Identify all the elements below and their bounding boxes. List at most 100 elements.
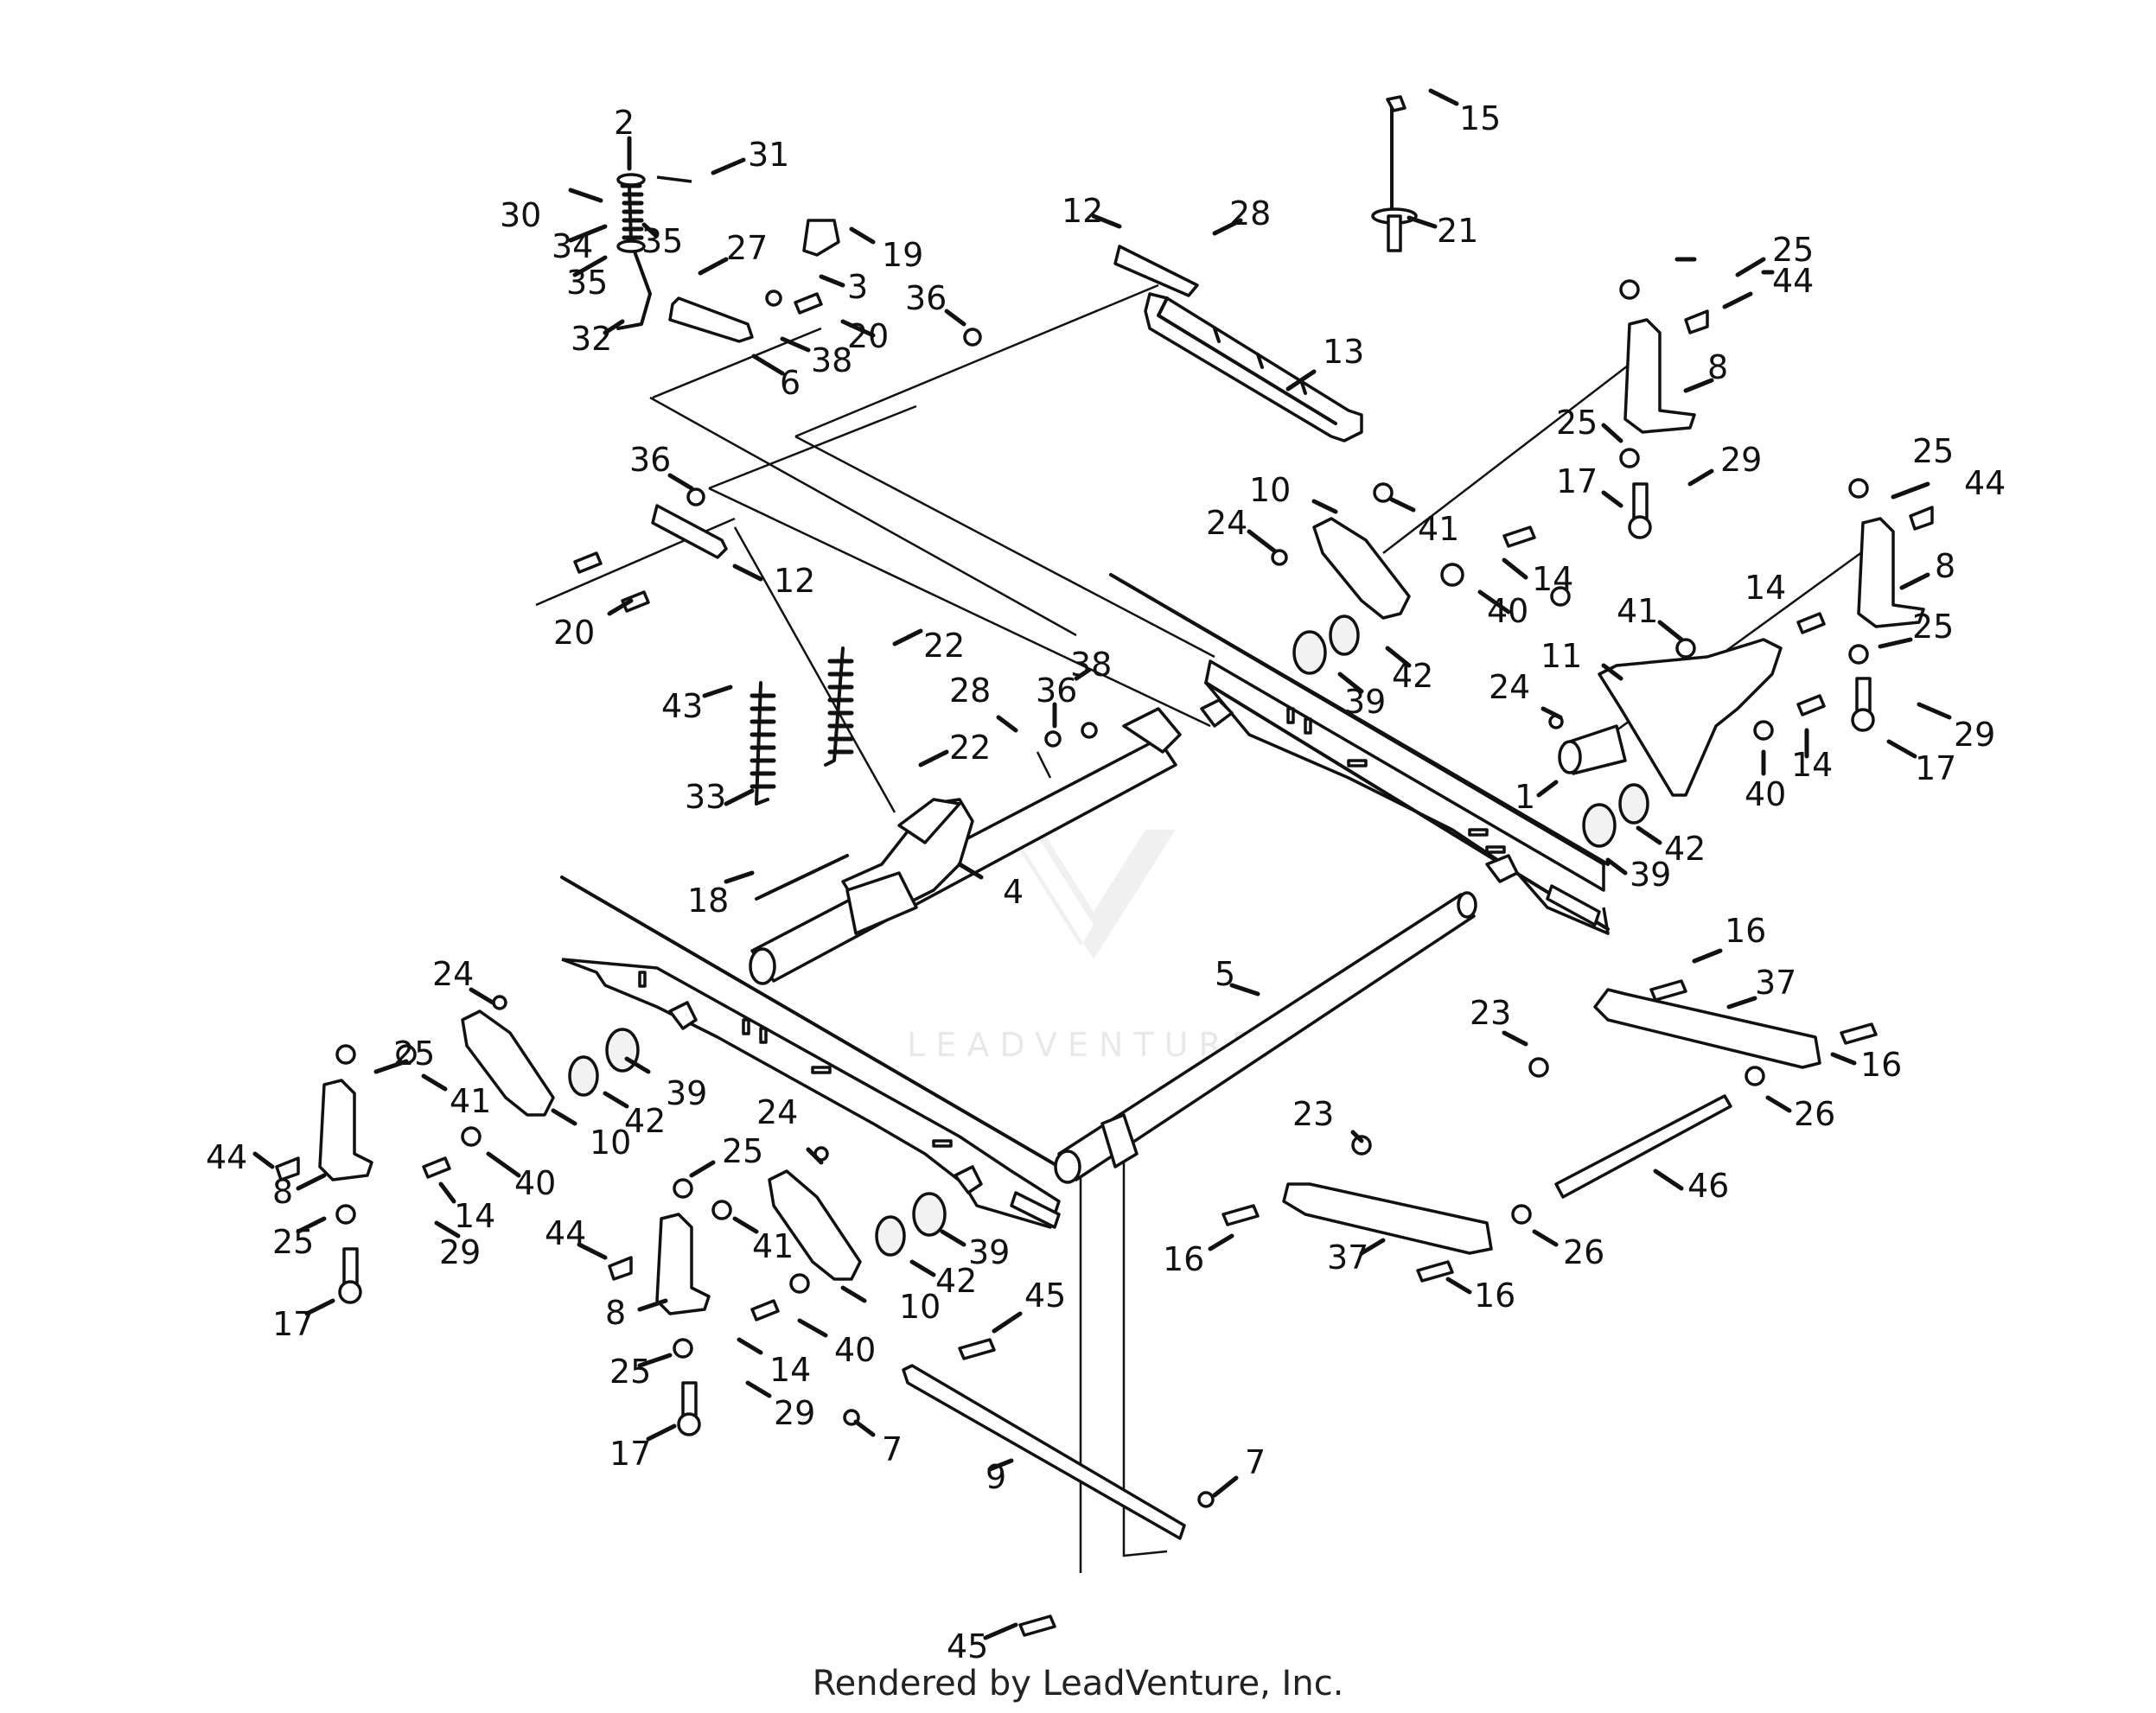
callout-39d: 39	[968, 1233, 1010, 1271]
frame-rail-right	[1109, 573, 1610, 935]
callout-43: 43	[661, 687, 703, 725]
callout-21: 21	[1437, 212, 1478, 250]
callout-8c: 8	[272, 1173, 293, 1211]
callout-17c: 17	[272, 1305, 314, 1343]
callout-23a: 23	[1470, 994, 1511, 1032]
part-13-channel	[1144, 292, 1363, 443]
callout-36: 36	[905, 279, 947, 317]
guide-lines	[535, 283, 1885, 1573]
callout-44b: 44	[1964, 464, 2006, 502]
callout-29c: 29	[439, 1233, 481, 1271]
callout-12b: 12	[774, 562, 815, 600]
part-3-tab	[802, 219, 840, 257]
callout-10c: 10	[899, 1288, 941, 1326]
frame-rail-left	[560, 876, 1061, 1229]
callout-40a: 40	[1487, 592, 1528, 630]
part-46-rod	[1554, 1094, 1732, 1199]
callout-33: 33	[685, 778, 726, 816]
small-hardware	[335, 279, 1869, 1508]
callout-25c: 25	[1912, 432, 1954, 470]
callout-9: 9	[986, 1458, 1006, 1496]
callouts: 2 31 30 34 35 35 27 3 19 32 20 38 6 12 2…	[206, 99, 2006, 1665]
callout-17b: 17	[1915, 749, 1956, 787]
part-9-rod	[902, 1364, 1186, 1540]
callout-14b: 14	[1745, 569, 1786, 607]
springs	[749, 646, 854, 806]
callout-41c: 41	[450, 1082, 491, 1120]
callout-14e: 14	[769, 1351, 811, 1389]
callout-3: 3	[847, 268, 868, 306]
watermark-text: LEADVENTURE	[907, 1026, 1263, 1064]
callout-34: 34	[552, 227, 593, 265]
callout-27: 27	[726, 229, 768, 267]
callout-40c: 40	[514, 1164, 556, 1202]
callout-46: 46	[1687, 1167, 1729, 1205]
part-4-pivot-tube	[749, 707, 1182, 985]
footer-credit: Rendered by LeadVenture, Inc.	[812, 1664, 1344, 1703]
callout-42c: 42	[624, 1102, 666, 1140]
callout-39b: 39	[1630, 856, 1671, 894]
callout-35b: 35	[566, 264, 608, 302]
watermark: LEADVENTURE	[907, 830, 1263, 1064]
callout-44d: 44	[545, 1214, 586, 1252]
part-37-link-left	[1282, 1182, 1493, 1255]
callout-7a: 7	[882, 1430, 903, 1468]
callout-24b: 24	[1489, 668, 1530, 706]
callout-8a: 8	[1707, 348, 1728, 386]
callout-16d: 16	[1474, 1277, 1515, 1315]
callout-29d: 29	[774, 1394, 815, 1432]
callout-40b: 40	[1745, 775, 1786, 813]
part-11-arm	[1558, 638, 1783, 797]
callout-25e: 25	[393, 1035, 435, 1073]
callout-19: 19	[882, 236, 923, 274]
callout-40d: 40	[834, 1331, 876, 1369]
callout-30: 30	[500, 196, 541, 234]
callout-18: 18	[687, 882, 729, 920]
watermark-logo	[1011, 830, 1176, 959]
callout-35: 35	[641, 222, 683, 260]
part-10-arm-left-b	[768, 1169, 862, 1281]
callout-14d: 14	[454, 1197, 495, 1235]
part-8-bracket-1	[1623, 318, 1696, 434]
callout-17d: 17	[609, 1435, 651, 1473]
callout-24c: 24	[432, 955, 474, 993]
callout-38: 38	[811, 341, 852, 379]
part-8-bracket-3	[318, 1079, 373, 1181]
callout-1: 1	[1515, 778, 1535, 816]
callout-10b: 10	[590, 1124, 631, 1162]
callout-16c: 16	[1163, 1240, 1204, 1278]
callout-44a: 44	[1772, 262, 1814, 300]
part-12-link-left	[651, 504, 728, 559]
callout-25h: 25	[609, 1353, 651, 1391]
callout-25d: 25	[1912, 608, 1954, 646]
parts	[275, 95, 1934, 1637]
bearings	[568, 615, 1649, 1257]
callout-26a: 26	[1794, 1095, 1835, 1133]
callout-14c: 14	[1791, 746, 1833, 784]
bolts	[275, 292, 1934, 1637]
callout-39c: 39	[666, 1074, 707, 1112]
callout-16a: 16	[1725, 912, 1766, 950]
callout-45b: 45	[947, 1627, 988, 1665]
callout-8b: 8	[1935, 547, 1955, 585]
callout-42d: 42	[935, 1262, 977, 1300]
callout-29a: 29	[1720, 441, 1762, 479]
callout-41d: 41	[752, 1227, 794, 1265]
part-17-eye-bolts	[338, 482, 1875, 1436]
callout-23b: 23	[1292, 1095, 1334, 1133]
part-6-bracket	[668, 296, 754, 343]
part-10-arm-left-a	[461, 1009, 555, 1117]
callout-22a: 22	[923, 627, 965, 665]
part-15-21-pin	[1371, 95, 1418, 252]
callout-44c: 44	[206, 1138, 247, 1176]
callout-42a: 42	[1392, 657, 1433, 695]
callout-37a: 37	[1755, 964, 1796, 1002]
callout-15: 15	[1459, 99, 1501, 137]
leader-lines	[252, 88, 1952, 1640]
callout-28b: 28	[949, 672, 991, 710]
callout-31: 31	[748, 136, 789, 174]
callout-36c: 36	[1036, 672, 1077, 710]
callout-5: 5	[1215, 955, 1235, 993]
callout-25b: 25	[1556, 404, 1598, 442]
